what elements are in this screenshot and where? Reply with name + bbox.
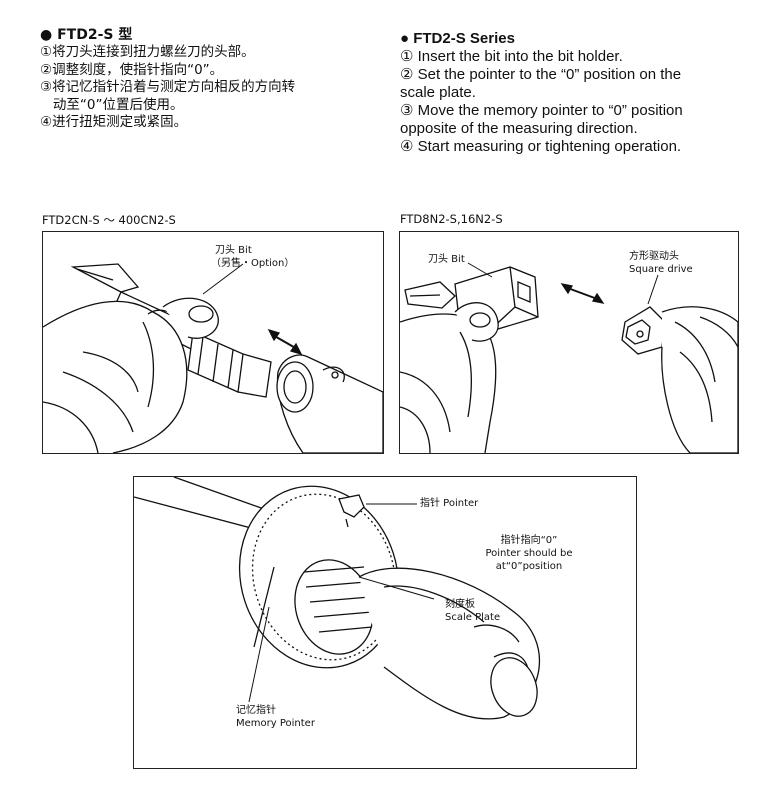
square-drive-drawing — [400, 262, 738, 453]
english-title: ● FTD2-S Series — [400, 30, 515, 47]
memory-pointer-cn: 记忆指针 — [236, 705, 276, 716]
figure3-illustration: 指针 Pointer 指针指向“0” Pointer should be at“… — [133, 476, 637, 769]
en-step-3-cont: opposite of the measuring direction. — [400, 120, 638, 137]
bit-insertion-drawing — [43, 263, 383, 453]
bit-label: 刀头 Bit — [215, 245, 252, 256]
figure1-label: FTD2CN-S ～ 400CN2-S — [42, 213, 176, 227]
figure2-label: FTD8N2-S,16N2-S — [400, 212, 503, 226]
square-drive-cn: 方形驱动头 — [629, 251, 679, 262]
en-step-2-cont: scale plate. — [400, 84, 476, 101]
en-step-2: ② Set the pointer to the “0” position on… — [400, 66, 682, 83]
bit-option-label: （另售・Option） — [211, 258, 295, 269]
en-step-3: ③ Move the memory pointer to “0” positio… — [400, 102, 683, 119]
memory-pointer-en: Memory Pointer — [236, 718, 315, 729]
pointer-zero-en-1: Pointer should be — [485, 548, 573, 559]
cn-step-1: ①将刀头连接到扭力螺丝刀的头部。 — [40, 44, 255, 60]
cn-step-2: ②调整刻度，使指针指向“0”。 — [40, 61, 224, 78]
scale-plate-drawing — [134, 477, 541, 720]
en-step-1: ① Insert the bit into the bit holder. — [400, 48, 623, 65]
pointer-zero-cn: 指针指向“0” — [500, 535, 558, 546]
scale-plate-en: Scale Plate — [445, 612, 501, 623]
chinese-title: ● FTD2-S 型 — [40, 27, 133, 43]
scale-plate-cn: 刻度板 — [445, 599, 475, 610]
square-drive-en: Square drive — [629, 264, 693, 275]
chinese-instructions: ● FTD2-S 型 ①将刀头连接到扭力螺丝刀的头部。 ②调整刻度，使指针指向“… — [40, 26, 390, 132]
english-instructions: ● FTD2-S Series ① Insert the bit into th… — [400, 30, 770, 156]
cn-step-3: ③将记忆指针沿着与测定方向相反的方向转 — [40, 79, 296, 95]
cn-step-4: ④进行扭矩测定或紧固。 — [40, 114, 188, 130]
figure2-illustration: 刀头 Bit 方形驱动头 Square drive — [399, 231, 739, 454]
figure1-illustration: 刀头 Bit （另售・Option） — [42, 231, 384, 454]
pointer-zero-en-2: at“0”position — [495, 561, 563, 572]
en-step-4: ④ Start measuring or tightening operatio… — [400, 138, 682, 155]
cn-step-3-cont: 动至“0”位置后使用。 — [40, 96, 184, 113]
pointer-label: 指针 Pointer — [420, 498, 479, 509]
bit-label-2: 刀头 Bit — [428, 254, 465, 265]
